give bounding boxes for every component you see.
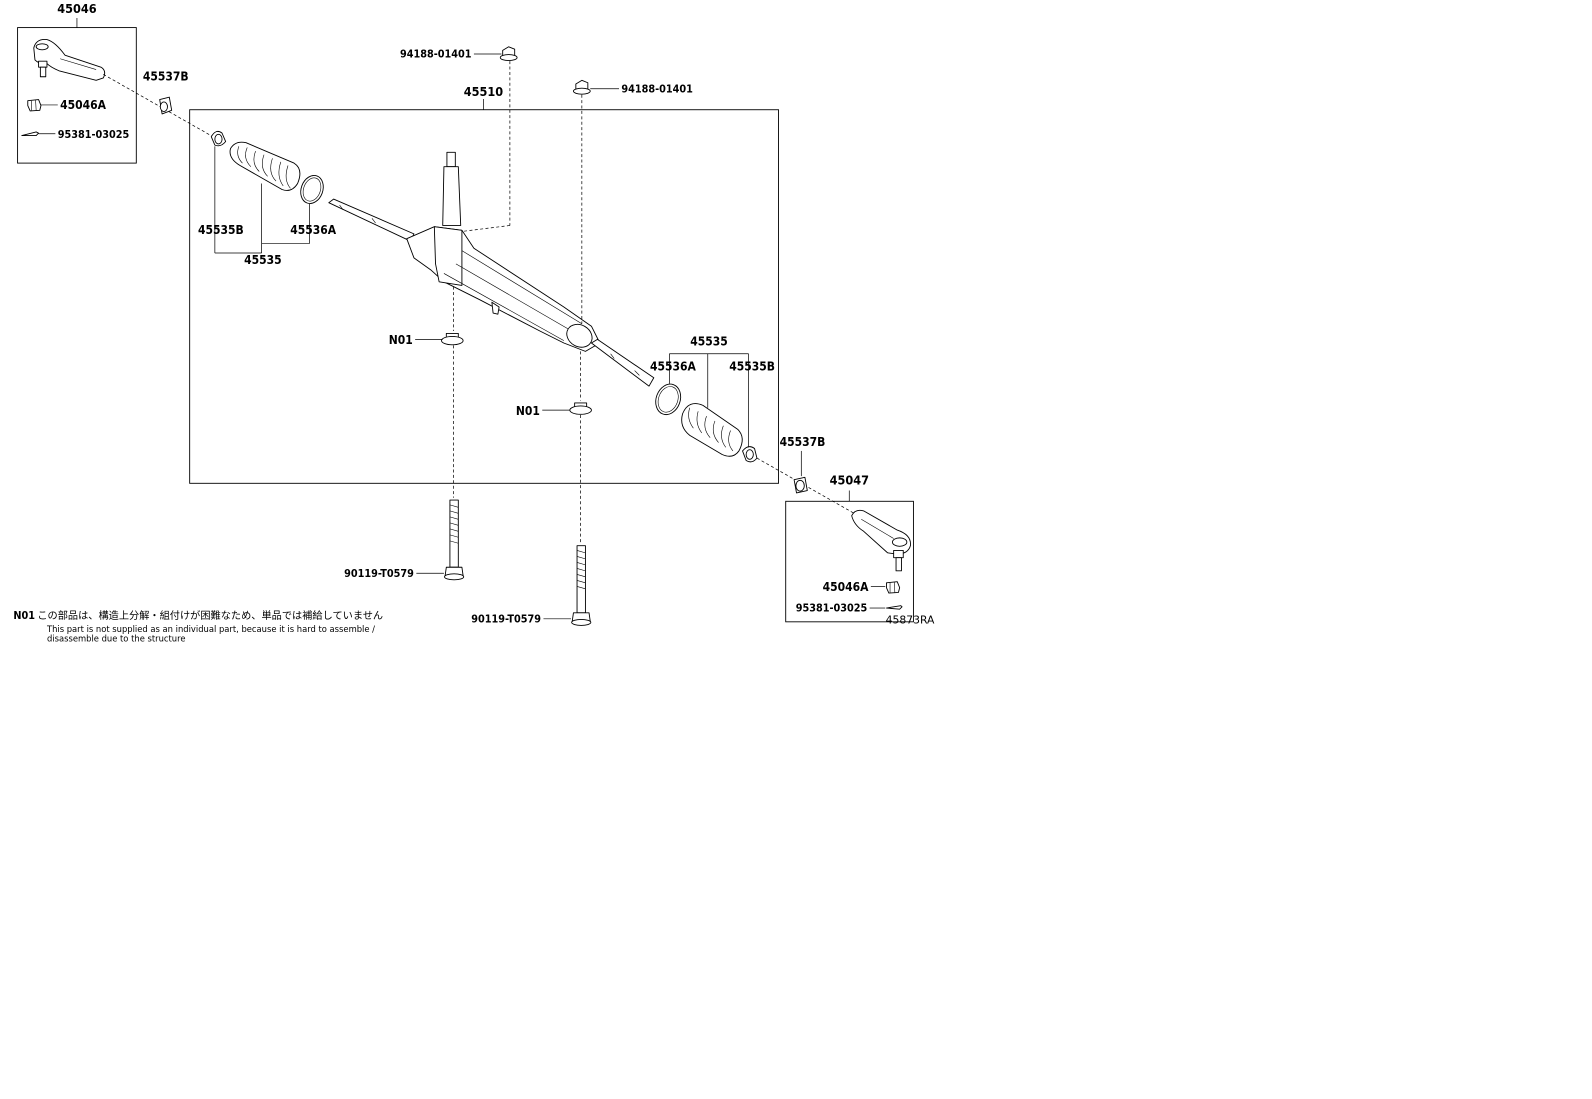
label-45046a-right: 45046A xyxy=(823,580,870,594)
note-code: N01 xyxy=(13,609,35,622)
label-n01-left: N01 xyxy=(389,333,413,347)
label-45537b-left: 45537B xyxy=(143,69,189,83)
label-45536a-right: 45536A xyxy=(650,360,697,374)
label-95381-left: 95381-03025 xyxy=(58,128,130,141)
tie-rod-end-left-part xyxy=(33,38,106,81)
note-japanese: この部品は、構造上分解・組付けが困難なため、単品では補給していません xyxy=(37,609,383,622)
note-english-line2: disassemble due to the structure xyxy=(47,634,186,644)
boot-left xyxy=(229,141,301,191)
bolt-90119-right xyxy=(571,545,592,626)
steering-rack-housing xyxy=(328,151,655,387)
cotter-pin-right xyxy=(886,605,903,610)
note-english-line1: This part is not supplied as an individu… xyxy=(46,624,375,634)
parts-diagram: 45046 45537B 45046A 95381-03025 94188-01… xyxy=(13,1,935,644)
ring-45536a-left xyxy=(300,175,324,204)
label-45535b-left: 45535B xyxy=(198,223,244,237)
diagram-id: 45873RA xyxy=(886,614,935,627)
label-94188-right: 94188-01401 xyxy=(621,82,693,95)
nut-94188-top xyxy=(499,46,518,62)
clamp-45535b-left xyxy=(210,130,227,147)
nut-94188-right xyxy=(572,79,591,95)
label-45535b-right: 45535B xyxy=(729,360,775,374)
label-45046a-left: 45046A xyxy=(60,98,107,112)
label-n01-right: N01 xyxy=(516,404,540,418)
nut-45046a-right xyxy=(886,581,901,594)
label-45535-left: 45535 xyxy=(244,253,282,267)
label-45536a-left: 45536A xyxy=(290,223,337,237)
label-90119-left: 90119-T0579 xyxy=(344,567,414,580)
label-95381-right: 95381-03025 xyxy=(796,602,868,615)
label-45510: 45510 xyxy=(464,84,503,99)
label-90119-right: 90119-T0579 xyxy=(471,612,541,625)
label-45047: 45047 xyxy=(830,473,869,488)
tie-rod-end-right-part xyxy=(851,509,911,572)
bushing-n01-left xyxy=(441,332,464,346)
boot-right xyxy=(681,403,743,457)
clamp-45535b-right xyxy=(742,446,758,463)
steering-rack-assembly-box xyxy=(189,109,779,484)
bushing-n01-right xyxy=(569,402,592,415)
clip-45537b-right xyxy=(793,476,808,494)
ring-45536a-right xyxy=(655,383,682,416)
label-45046: 45046 xyxy=(57,1,96,16)
nut-45046a-left xyxy=(27,99,42,112)
label-45535-right: 45535 xyxy=(690,334,728,348)
cotter-pin-left xyxy=(21,131,40,136)
label-94188-top: 94188-01401 xyxy=(400,48,472,61)
clip-45537b-left xyxy=(159,96,173,115)
label-45537b-right: 45537B xyxy=(780,435,826,449)
bolt-90119-left xyxy=(444,499,465,581)
